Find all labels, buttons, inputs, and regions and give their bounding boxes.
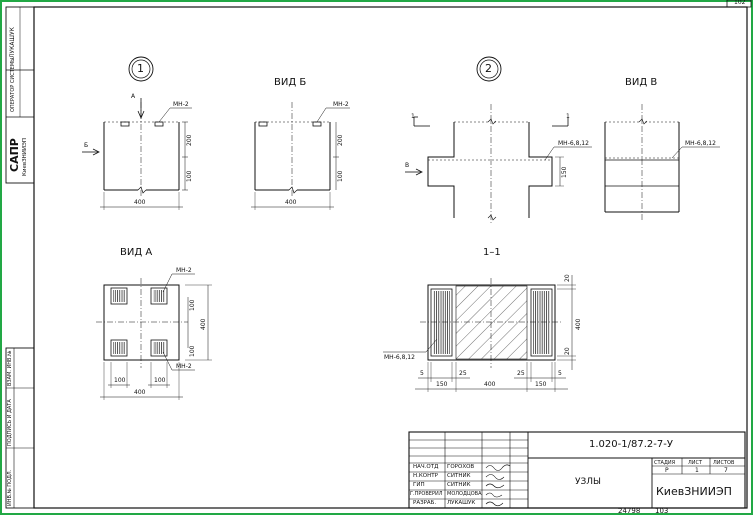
side-columns [5,347,35,509]
sheet-number: 102 [734,0,746,6]
arrow-v-label: В [405,162,410,169]
dim-s-20-top: 20 [564,274,571,282]
dim-s-5-left: 5 [420,370,424,377]
role-3: ГИП [413,482,425,488]
view-v [604,104,720,220]
side-col-sign: ПОДПИСЬ И ДАТА [7,399,13,446]
view-a [96,273,212,400]
stage-header: СТАДИЯ [654,460,676,466]
dim-400-b: 400 [285,199,297,206]
role-4: Г.ПРОВЕРИЛ [410,491,443,497]
dim-a-100-left: 100 [114,377,126,384]
mn6812-section-label: МН-6,8,12 [384,354,415,361]
mn2-view-a-top-label: МН-2 [176,267,192,274]
side-col-inv: ИНВ.№ ПОДЛ. [7,469,13,506]
dim-400: 400 [134,199,146,206]
node2-label: 2 [485,62,492,75]
node2-circle [476,56,502,82]
title-block-lines [408,431,746,509]
role-1-name: ГОРОХОВ [447,464,475,470]
dim-150-node2: 150 [561,166,568,178]
mn6812-view-v-label: МН-6,8,12 [685,140,716,147]
dim-a-400: 400 [200,318,207,330]
sheets-header: ЛИСТОВ [713,460,735,466]
mn2-label: МН-2 [173,101,189,108]
drawing-name: УЗЛЫ [575,477,601,487]
dim-100-b: 100 [337,170,344,182]
view-b-title: ВИД Б [274,77,307,88]
role-2: Н.КОНТР [413,473,438,479]
dim-s-5-right: 5 [558,370,562,377]
sheet-tab [726,0,752,8]
dim-s-20-bottom: 20 [564,347,571,355]
node1-label: 1 [137,62,144,75]
node1-circle [128,56,154,82]
role-1: НАЧ.ОТД [413,464,439,470]
role-4-name: МОЛОДЦОВА [447,491,482,497]
mn2-view-a-bottom-label: МН-2 [176,363,192,370]
dim-200: 200 [186,134,193,146]
node2-cross-view [405,104,592,224]
sheet-value: 1 [695,467,699,474]
org-name: КиевЗНИИЭП [656,485,732,498]
arrow-a-label: А [131,93,136,100]
view-v-title: ВИД В [625,77,658,88]
role-2-name: СИТНИК [447,473,471,479]
dim-200-b: 200 [337,134,344,146]
dim-a-100-bottom: 100 [189,345,196,357]
page-number: 103 [655,507,669,515]
dim-a-400-bottom: 400 [134,389,146,396]
dim-a-100-right: 100 [154,377,166,384]
dim-100: 100 [186,170,193,182]
sheet-header: ЛИСТ [688,460,703,466]
dim-s-150-left: 150 [436,381,448,388]
sheets-value: 7 [724,467,728,474]
title-block: 1.020-1/87.2-7-У УЗЛЫ СТАДИЯ ЛИСТ ЛИСТОВ… [409,432,745,508]
node1-front-view [82,98,192,210]
side-col-replace: ВЗАМ. ИНВ.№ [7,350,13,386]
view-a-title: ВИД А [120,247,153,258]
section-1-1 [383,275,576,392]
section-mark-left: 1 [411,113,415,120]
role-5-name: ЛУКАШУК [447,500,476,506]
role-3-name: СИТНИК [447,482,471,488]
dim-s-400-bottom: 400 [484,381,496,388]
side-operator: ОПЕРАТОР СИСТЕМЫ [10,57,16,112]
dim-s-400: 400 [575,318,582,330]
side-org: КиевЗНИИЭП [22,138,28,176]
inner-frame [33,6,748,509]
drawing-code: 1.020-1/87.2-7-У [589,439,673,450]
mn6812-label: МН-6,8,12 [558,140,589,147]
dim-s-150-right: 150 [535,381,547,388]
arrow-b-label: Б [84,142,89,149]
role-5: РАЗРАБ. [413,500,437,506]
dim-a-100-top: 100 [189,299,196,311]
side-author: ЛУКАШУК [9,27,16,58]
dim-s-25-right: 25 [517,370,525,377]
archive-number: 24798 [618,507,641,515]
view-b [251,102,350,210]
side-sapr: САПР [8,138,21,172]
stage-value: Р [665,467,669,474]
mn2-view-b-label: МН-2 [333,101,349,108]
section-mark-right: 1 [566,113,570,120]
section-title: 1–1 [483,247,501,258]
dim-s-25-left: 25 [459,370,467,377]
